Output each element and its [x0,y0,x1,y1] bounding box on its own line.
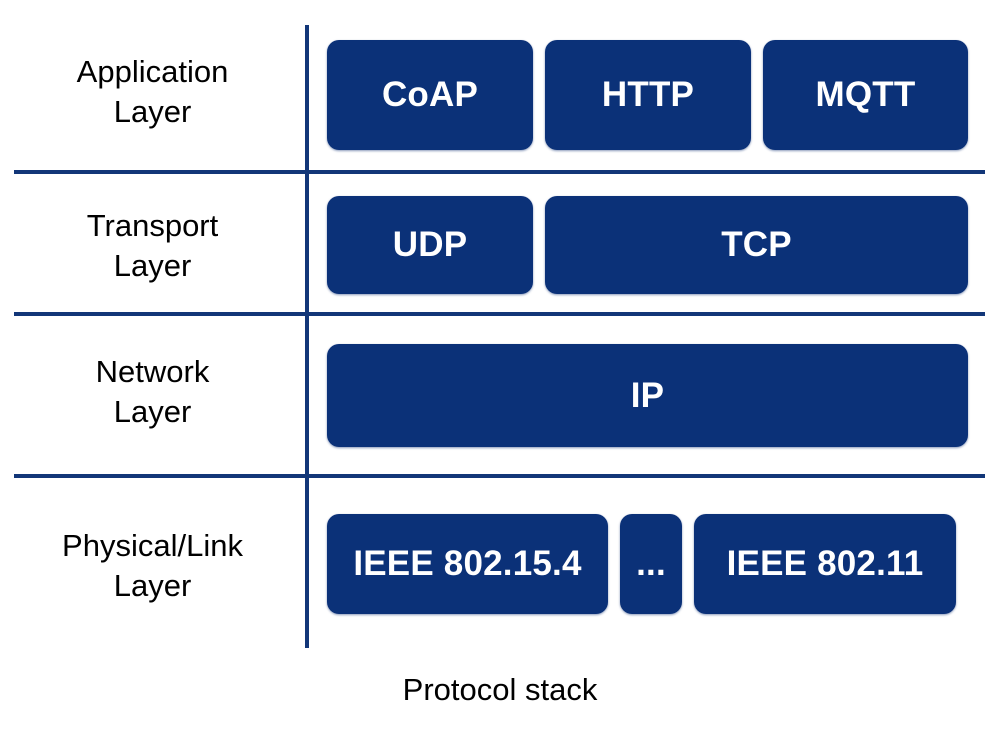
protocol-box-http[interactable]: HTTP [545,40,751,150]
layer-row-application: Application Layer CoAP HTTP MQTT [0,0,1000,170]
layer-boxes-network: IP [327,344,968,447]
protocol-box-tcp[interactable]: TCP [545,196,968,294]
protocol-box-ip[interactable]: IP [327,344,968,447]
layer-label-physical-link: Physical/Link Layer [62,528,243,603]
layer-boxes-transport: UDP TCP [327,196,968,294]
protocol-box-ieee-802-15-4[interactable]: IEEE 802.15.4 [327,514,608,614]
box-gap [751,40,763,150]
layer-row-physical-link: Physical/Link Layer IEEE 802.15.4 ... IE… [0,478,1000,648]
box-gap [682,514,694,614]
layer-label-application: Application Layer [76,54,229,129]
layer-row-transport: Transport Layer UDP TCP [0,174,1000,312]
box-gap [533,40,545,150]
protocol-box-coap[interactable]: CoAP [327,40,533,150]
figure-caption: Protocol stack [402,672,598,707]
layer-row-network: Network Layer IP [0,316,1000,474]
layer-label-network: Network Layer [95,354,210,429]
protocol-box-ieee-802-11[interactable]: IEEE 802.11 [694,514,956,614]
layer-label-transport: Transport Layer [86,208,219,283]
layer-boxes-physical-link: IEEE 802.15.4 ... IEEE 802.11 [327,514,968,614]
vertical-axis-divider [305,25,309,648]
divider-application-transport [14,170,985,174]
box-gap [608,514,620,614]
box-gap [533,196,545,294]
divider-network-physical [14,474,985,478]
protocol-box-ellipsis[interactable]: ... [620,514,682,614]
protocol-box-udp[interactable]: UDP [327,196,533,294]
protocol-box-mqtt[interactable]: MQTT [763,40,968,150]
layer-boxes-application: CoAP HTTP MQTT [327,40,968,150]
divider-transport-network [14,312,985,316]
